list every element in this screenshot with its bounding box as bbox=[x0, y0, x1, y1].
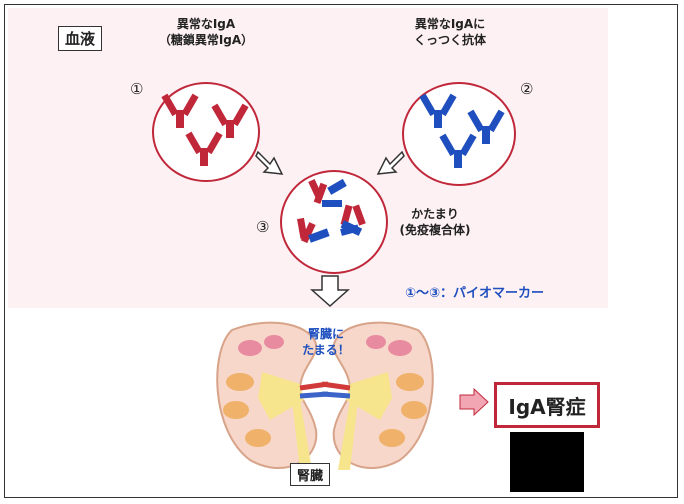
antibody-y-icon bbox=[419, 94, 456, 128]
antibody-y-icon bbox=[439, 134, 476, 168]
kidney-label: 腎臓 bbox=[290, 463, 330, 486]
deposit-line2: たまる！ bbox=[296, 342, 356, 358]
iga-y-icon bbox=[161, 94, 198, 128]
micrograph-image bbox=[510, 432, 584, 492]
arrow-to-disease-icon bbox=[460, 389, 488, 415]
disease-label: IgA腎症 bbox=[494, 382, 600, 428]
arrow-2-to-3-icon bbox=[378, 152, 404, 174]
deposit-line1: 腎臓に bbox=[296, 326, 356, 342]
arrow-down-icon bbox=[312, 276, 348, 306]
flow-arrows bbox=[256, 152, 404, 306]
deposit-label: 腎臓に たまる！ bbox=[296, 326, 356, 358]
iga-y-icon bbox=[185, 132, 222, 166]
antibody-molecules bbox=[419, 94, 504, 168]
biomarker-note: ①～③：パイオマーカー bbox=[405, 282, 544, 301]
arrow-1-to-3-icon bbox=[256, 152, 282, 174]
abnormal-iga-molecules bbox=[161, 94, 248, 166]
immune-complex-molecules bbox=[297, 179, 366, 243]
